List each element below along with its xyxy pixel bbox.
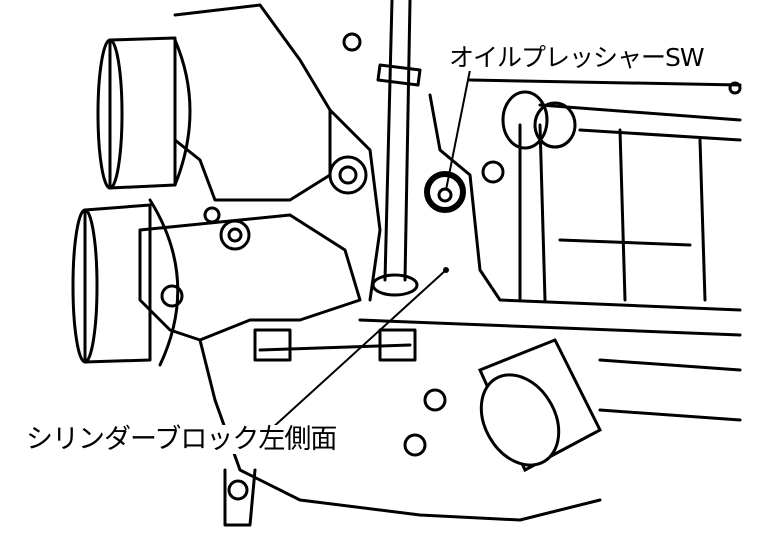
oil-pressure-switch-label: オイルプレッシャーSW xyxy=(447,43,706,72)
water-pipe xyxy=(468,78,742,150)
cylinder-block-left-side-label: シリンダーブロック左側面 xyxy=(24,424,339,455)
oil-switch-leader-line xyxy=(445,69,471,191)
oil-dipstick-tube xyxy=(371,0,422,297)
block-leader-line xyxy=(269,269,447,431)
oil-filter xyxy=(477,338,602,473)
lower-pulley xyxy=(71,198,180,367)
upper-pulley xyxy=(96,36,192,190)
block-leader-dot xyxy=(443,267,449,273)
engine-block-outline xyxy=(138,3,742,527)
oil-pressure-switch xyxy=(424,160,505,213)
